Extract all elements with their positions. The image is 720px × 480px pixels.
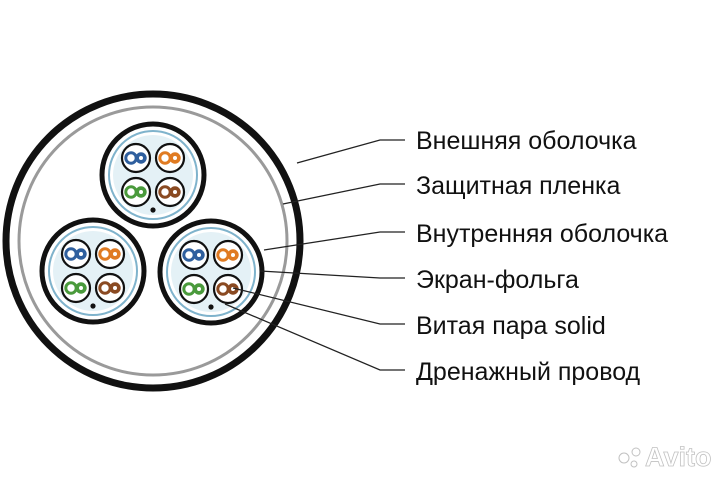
label-twisted-pair: Витая пара solid (416, 312, 606, 340)
avito-logo-text: Avito (645, 442, 712, 472)
avito-logo-dot-2 (631, 447, 641, 457)
drain-wire (90, 303, 96, 309)
twisted-pair (178, 273, 210, 305)
twisted-pair (120, 176, 152, 208)
leader-line-3 (263, 231, 405, 251)
wire-core (173, 190, 177, 194)
labels: Внешняя оболочка Защитная пленка Внутрен… (416, 127, 668, 386)
wire-striped (124, 151, 138, 165)
wire-core (197, 253, 201, 257)
wire-core (113, 252, 117, 256)
wire-striped (98, 247, 112, 261)
leader-line-6 (224, 303, 405, 371)
label-outer-jacket: Внешняя оболочка (416, 127, 637, 155)
leader-line-2 (282, 183, 405, 205)
twisted-pair (60, 272, 92, 304)
wire-striped (182, 282, 196, 296)
wire-core (79, 252, 83, 256)
wire-striped (216, 282, 230, 296)
wire-striped (158, 151, 172, 165)
twisted-pair (212, 273, 244, 305)
twisted-pair (178, 239, 210, 271)
wire-striped (182, 248, 196, 262)
twisted-pair (60, 238, 92, 270)
wire-core (231, 253, 235, 257)
wire-core (173, 156, 177, 160)
wire-striped (124, 185, 138, 199)
subcable-right (157, 218, 265, 326)
twisted-pair (94, 238, 126, 270)
drain-wire (208, 304, 214, 310)
inner-fill (171, 232, 251, 312)
inner-fill (113, 135, 193, 215)
wire-core (197, 287, 201, 291)
avito-watermark: Avito (618, 442, 712, 472)
inner-fill (53, 231, 133, 311)
wire-striped (158, 185, 172, 199)
label-drain-wire: Дренажный провод (416, 358, 641, 386)
wire-striped (64, 247, 78, 261)
wire-core (79, 286, 83, 290)
twisted-pair (120, 142, 152, 174)
leader-lines (224, 139, 405, 371)
twisted-pair (154, 142, 186, 174)
wire-core (139, 190, 143, 194)
twisted-pair (94, 272, 126, 304)
leader-line-5 (232, 287, 405, 325)
protective-film (17, 105, 289, 377)
subcables (39, 121, 265, 326)
wire-striped (216, 248, 230, 262)
drain-wire (150, 207, 156, 213)
avito-logo-icon (618, 452, 630, 464)
label-inner-jacket: Внутренняя оболочка (416, 220, 668, 248)
label-foil-screen: Экран-фольга (416, 266, 579, 294)
avito-logo-dot-3 (630, 460, 638, 468)
wire-striped (64, 281, 78, 295)
wire-striped (98, 281, 112, 295)
leader-line-4 (259, 270, 405, 279)
subcable-left (39, 217, 147, 325)
wire-core (113, 286, 117, 290)
twisted-pair (154, 176, 186, 208)
twisted-pair (212, 239, 244, 271)
leader-line-1 (296, 139, 405, 164)
subcable-top (99, 121, 207, 229)
label-protective-film: Защитная пленка (416, 172, 621, 200)
wire-core (139, 156, 143, 160)
